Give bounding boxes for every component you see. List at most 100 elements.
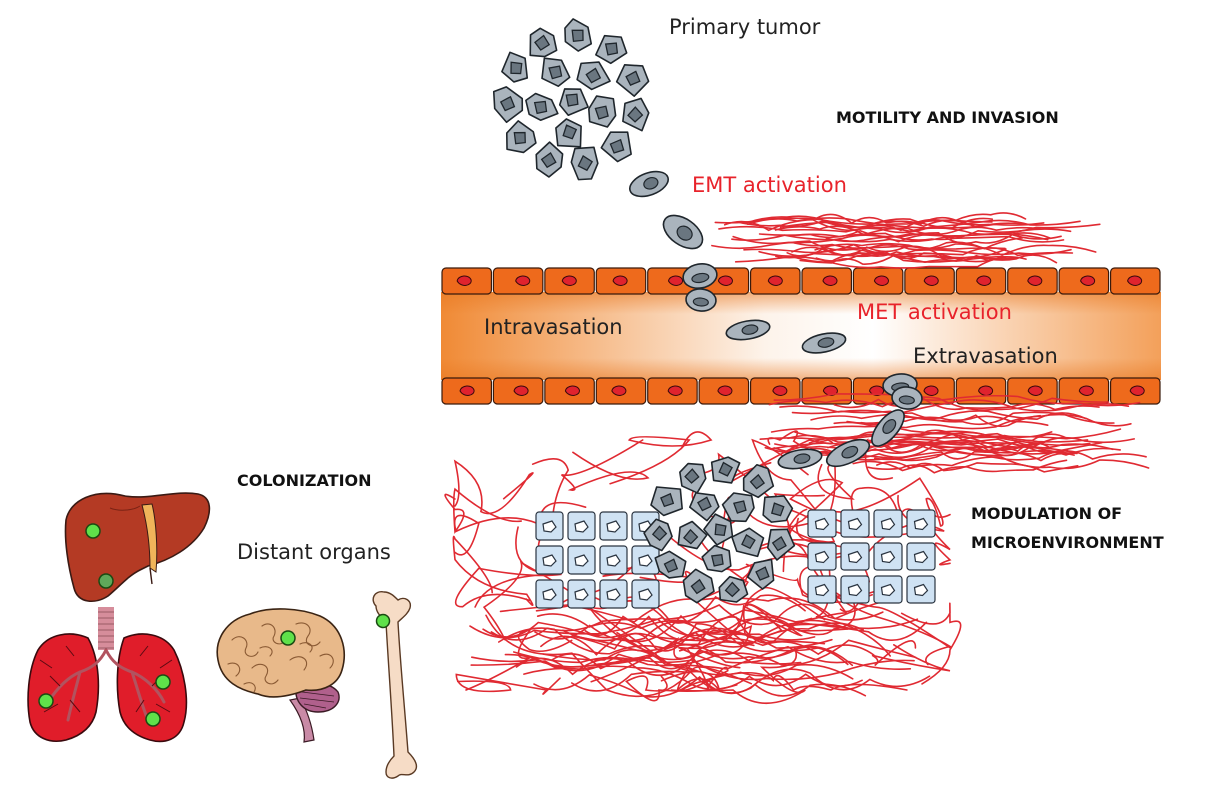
tumor-cell bbox=[650, 486, 683, 517]
tissue-cell bbox=[807, 575, 837, 604]
tumor-cell bbox=[766, 528, 796, 561]
endothelial-cell bbox=[955, 267, 1007, 295]
collagen-fiber bbox=[718, 223, 1101, 236]
tissue-cell bbox=[873, 509, 903, 538]
liver-icon bbox=[64, 492, 211, 603]
tumor-cell bbox=[703, 513, 734, 546]
tissue-cell bbox=[873, 542, 903, 571]
collagen-fiber bbox=[609, 431, 713, 485]
tissue-cell bbox=[567, 545, 596, 575]
collagen-fiber bbox=[482, 615, 816, 641]
tissue-cell bbox=[535, 511, 564, 541]
collagen-fiber bbox=[540, 632, 875, 656]
endothelial-cell bbox=[544, 267, 595, 295]
endothelial-cell bbox=[544, 377, 595, 405]
tumor-cell bbox=[541, 57, 571, 88]
tumor-cell bbox=[558, 88, 589, 117]
collagen-fiber bbox=[867, 459, 1068, 474]
collagen-fiber bbox=[523, 665, 863, 691]
tumor-cell bbox=[710, 456, 741, 484]
collagen-fiber bbox=[852, 456, 1150, 472]
tissue-cell bbox=[807, 509, 837, 538]
endothelial-cell bbox=[1109, 377, 1161, 405]
endothelial-cell bbox=[749, 267, 801, 295]
endothelial-cell bbox=[492, 267, 544, 295]
collagen-fiber bbox=[454, 501, 587, 556]
endothelial-cell bbox=[852, 267, 904, 295]
collagen-fiber bbox=[560, 439, 650, 491]
collagen-fiber bbox=[562, 614, 919, 643]
collagen-fiber bbox=[452, 535, 534, 606]
collagen-fiber bbox=[681, 648, 729, 691]
collagen-fiber bbox=[774, 438, 1044, 452]
tumor-cell bbox=[535, 141, 564, 178]
collagen-fiber bbox=[536, 609, 848, 630]
endothelial-cell bbox=[1058, 377, 1110, 405]
tissue-cell bbox=[599, 579, 628, 609]
endothelial-cell bbox=[698, 377, 750, 405]
distant-organs-label: Distant organs bbox=[237, 540, 391, 564]
tissue-cell bbox=[631, 545, 660, 575]
modulation-heading-line1: MODULATION OF bbox=[971, 504, 1123, 523]
collagen-fiber bbox=[711, 240, 1006, 251]
collagen-fiber bbox=[787, 431, 1089, 446]
collagen-fiber bbox=[759, 430, 1091, 447]
endothelial-cell bbox=[1058, 267, 1110, 295]
lungs-icon bbox=[27, 607, 188, 743]
collagen-fiber bbox=[767, 430, 894, 480]
tumor-cell bbox=[588, 95, 617, 128]
collagen-fiber bbox=[833, 397, 1100, 411]
bone-icon bbox=[372, 591, 418, 779]
tissue-cell bbox=[631, 579, 660, 609]
migrating-tumor-cell bbox=[662, 214, 704, 250]
migrating-tumor-cell bbox=[871, 409, 905, 447]
collagen-fiber bbox=[768, 396, 1110, 411]
tumor-cell bbox=[677, 520, 708, 550]
collagen-fiber bbox=[571, 668, 931, 694]
tissue-cell bbox=[599, 545, 628, 575]
tumor-cell bbox=[501, 51, 529, 83]
tissue-cell bbox=[873, 575, 903, 604]
collagen-fiber bbox=[814, 242, 1097, 257]
collagen-fiber bbox=[833, 585, 953, 666]
tumor-cell bbox=[555, 118, 582, 148]
collagen-fiber bbox=[810, 411, 1115, 426]
collagen-fiber bbox=[731, 232, 1049, 243]
migrating-tumor-cell bbox=[685, 288, 717, 312]
tumor-cell bbox=[576, 61, 611, 91]
collagen-fiber bbox=[825, 231, 1052, 245]
tumor-cell bbox=[564, 18, 593, 52]
collagen-fiber bbox=[824, 445, 1147, 461]
tumor-cell bbox=[570, 146, 599, 181]
endothelial-cell bbox=[492, 377, 544, 405]
tumor-cell bbox=[654, 550, 687, 579]
emt-activation-label: EMT activation bbox=[692, 173, 847, 197]
tissue-cell bbox=[840, 575, 870, 604]
collagen-fiber bbox=[791, 410, 1087, 421]
tumor-cell bbox=[525, 92, 559, 122]
brain-icon bbox=[216, 608, 345, 743]
tissue-cell bbox=[807, 542, 837, 571]
tumor-cell bbox=[762, 495, 794, 523]
collagen-fiber bbox=[444, 487, 522, 535]
collagen-fiber bbox=[470, 653, 915, 681]
tissue-cell bbox=[599, 511, 628, 541]
tumor-cell bbox=[679, 462, 707, 494]
tissue-cells bbox=[535, 509, 936, 609]
collagen-fiber bbox=[454, 567, 562, 608]
collagen-fiber bbox=[832, 477, 951, 527]
colonization-heading: COLONIZATION bbox=[237, 471, 372, 490]
collagen-fiber bbox=[670, 646, 806, 705]
collagen-fiber bbox=[773, 393, 1141, 407]
tumor-cell bbox=[721, 492, 755, 523]
endothelial-cell bbox=[749, 377, 801, 405]
collagen-fiber bbox=[747, 217, 1045, 229]
tissue-cell bbox=[567, 511, 596, 541]
tissue-cell bbox=[535, 545, 564, 575]
endothelial-cell bbox=[595, 377, 647, 405]
collagen-fiber bbox=[854, 441, 1052, 454]
tumor-cell bbox=[689, 492, 720, 522]
collagen-fiber bbox=[455, 673, 561, 695]
